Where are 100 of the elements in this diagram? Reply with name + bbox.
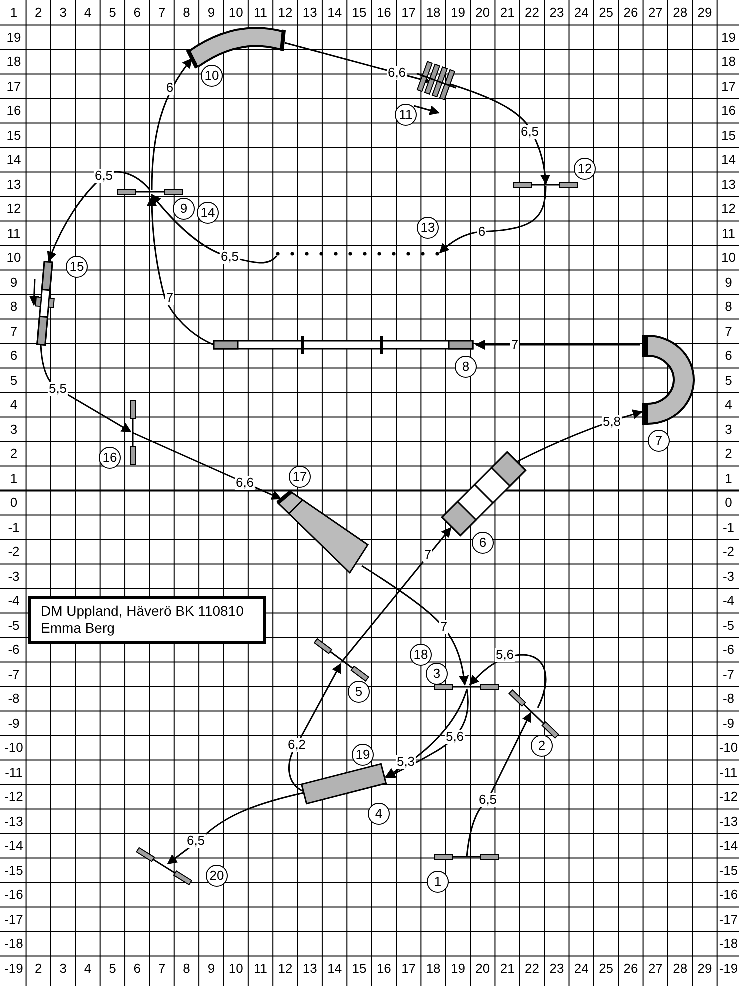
edge-label: 5,8 — [602, 415, 622, 429]
axis-number: -17 — [4, 912, 24, 926]
callout-number: 20 — [206, 865, 228, 887]
arrow — [132, 432, 282, 500]
axis-number: 23 — [550, 6, 564, 20]
axis-number: -9 — [8, 716, 20, 730]
axis-number: 21 — [500, 962, 515, 976]
axis-number: 11 — [254, 962, 268, 976]
axis-number: -6 — [722, 643, 734, 657]
axis-number: 11 — [722, 226, 736, 240]
edge-label: 7 — [510, 338, 520, 352]
axis-number: 10 — [228, 6, 244, 20]
axis-number: -10 — [4, 741, 24, 755]
axis-number: 18 — [6, 55, 22, 69]
axis-number: 26 — [624, 962, 638, 976]
info-box — [28, 596, 266, 644]
axis-number: 21 — [500, 6, 515, 20]
axis-number: 6 — [10, 349, 18, 363]
axis-number: 8 — [183, 962, 190, 976]
info-text: Emma Berg — [41, 620, 116, 637]
axis-number: -13 — [719, 814, 738, 828]
axis-number: 29 — [698, 6, 712, 20]
axis-number: -2 — [722, 545, 734, 559]
edge-label: 6,5 — [186, 834, 206, 848]
axis-number: 17 — [402, 962, 416, 976]
axis-number: -4 — [722, 594, 734, 608]
axis-number: -11 — [5, 766, 23, 780]
arrow — [362, 565, 469, 686]
axis-number: 13 — [6, 178, 22, 192]
axis-number: 1 — [725, 472, 732, 486]
axis-number: -16 — [719, 888, 738, 902]
callout-number: 6 — [472, 532, 494, 554]
edge-label: 6 — [477, 225, 487, 239]
axis-number: -1 — [8, 520, 20, 534]
axis-number: -3 — [722, 570, 734, 584]
axis-number: 27 — [648, 6, 663, 20]
edge-label: 7 — [439, 620, 449, 634]
axis-number: 10 — [228, 962, 244, 976]
axis-number: 7 — [725, 324, 732, 338]
info-text: DM Uppland, Häverö BK 110810 — [41, 603, 245, 620]
axis-number: 24 — [574, 962, 589, 976]
arrow — [151, 194, 278, 264]
axis-number: 10 — [6, 251, 22, 265]
axis-number: 3 — [60, 962, 67, 976]
axis-number: 12 — [6, 202, 22, 216]
axis-number: 6 — [725, 349, 732, 363]
axis-number: -18 — [719, 937, 738, 951]
axis-number: 2 — [35, 962, 42, 976]
axis-number: 13 — [302, 962, 318, 976]
axis-number: -11 — [720, 766, 738, 780]
weave-poles-drawing — [275, 251, 441, 257]
arrow — [48, 171, 151, 262]
axis-number: -10 — [719, 741, 738, 755]
axis-number: 18 — [721, 55, 736, 69]
arrow — [439, 186, 547, 254]
edge-label: 6,5 — [220, 250, 240, 264]
axis-number: 22 — [525, 962, 540, 976]
jump-drawing — [312, 636, 372, 684]
axis-number: -3 — [8, 570, 20, 584]
callout-number: 18 — [410, 644, 432, 666]
axis-number: 14 — [328, 962, 342, 976]
axis-number: 0 — [10, 496, 18, 510]
axis-number: 9 — [208, 962, 216, 976]
callout-number: 15 — [66, 256, 88, 278]
axis-number: 18 — [426, 962, 441, 976]
axis-number: 28 — [673, 962, 688, 976]
edge-label: 5,5 — [48, 382, 68, 396]
callout-number: 7 — [648, 430, 670, 452]
axis-number: 14 — [6, 153, 22, 167]
edge-label: 5,6 — [444, 730, 466, 744]
jump-drawing — [506, 688, 561, 740]
axis-number: 7 — [10, 324, 18, 338]
axis-number: -4 — [8, 594, 20, 608]
axis-number: 8 — [183, 6, 190, 20]
axis-number: -15 — [4, 864, 24, 878]
callout-number: 10 — [201, 65, 223, 87]
axis-number: 4 — [725, 398, 732, 412]
callout-number: 13 — [417, 217, 439, 239]
edge-label: 6 — [165, 81, 175, 95]
axis-number: 1 — [10, 472, 18, 486]
arrow — [40, 344, 132, 433]
axis-number: -6 — [8, 643, 20, 657]
axis-number: -7 — [722, 668, 734, 682]
axis-number: -14 — [4, 839, 24, 853]
axis-number: 15 — [721, 128, 736, 142]
axis-number: -12 — [4, 790, 24, 804]
edge-label: 5,6 — [494, 648, 516, 662]
axis-number: 17 — [402, 6, 416, 20]
axis-number: 3 — [725, 422, 732, 436]
axis-number: 29 — [698, 962, 712, 976]
axis-number: 3 — [10, 422, 18, 436]
axis-number: -15 — [719, 864, 738, 878]
axis-number: 3 — [60, 6, 67, 20]
axis-number: 8 — [725, 300, 732, 314]
axis-number: 2 — [725, 447, 732, 461]
arrow — [516, 410, 643, 463]
axis-number: 20 — [476, 6, 490, 20]
axis-number: 15 — [6, 128, 22, 142]
axis-number: 23 — [550, 962, 564, 976]
axis-number: -8 — [722, 692, 734, 706]
